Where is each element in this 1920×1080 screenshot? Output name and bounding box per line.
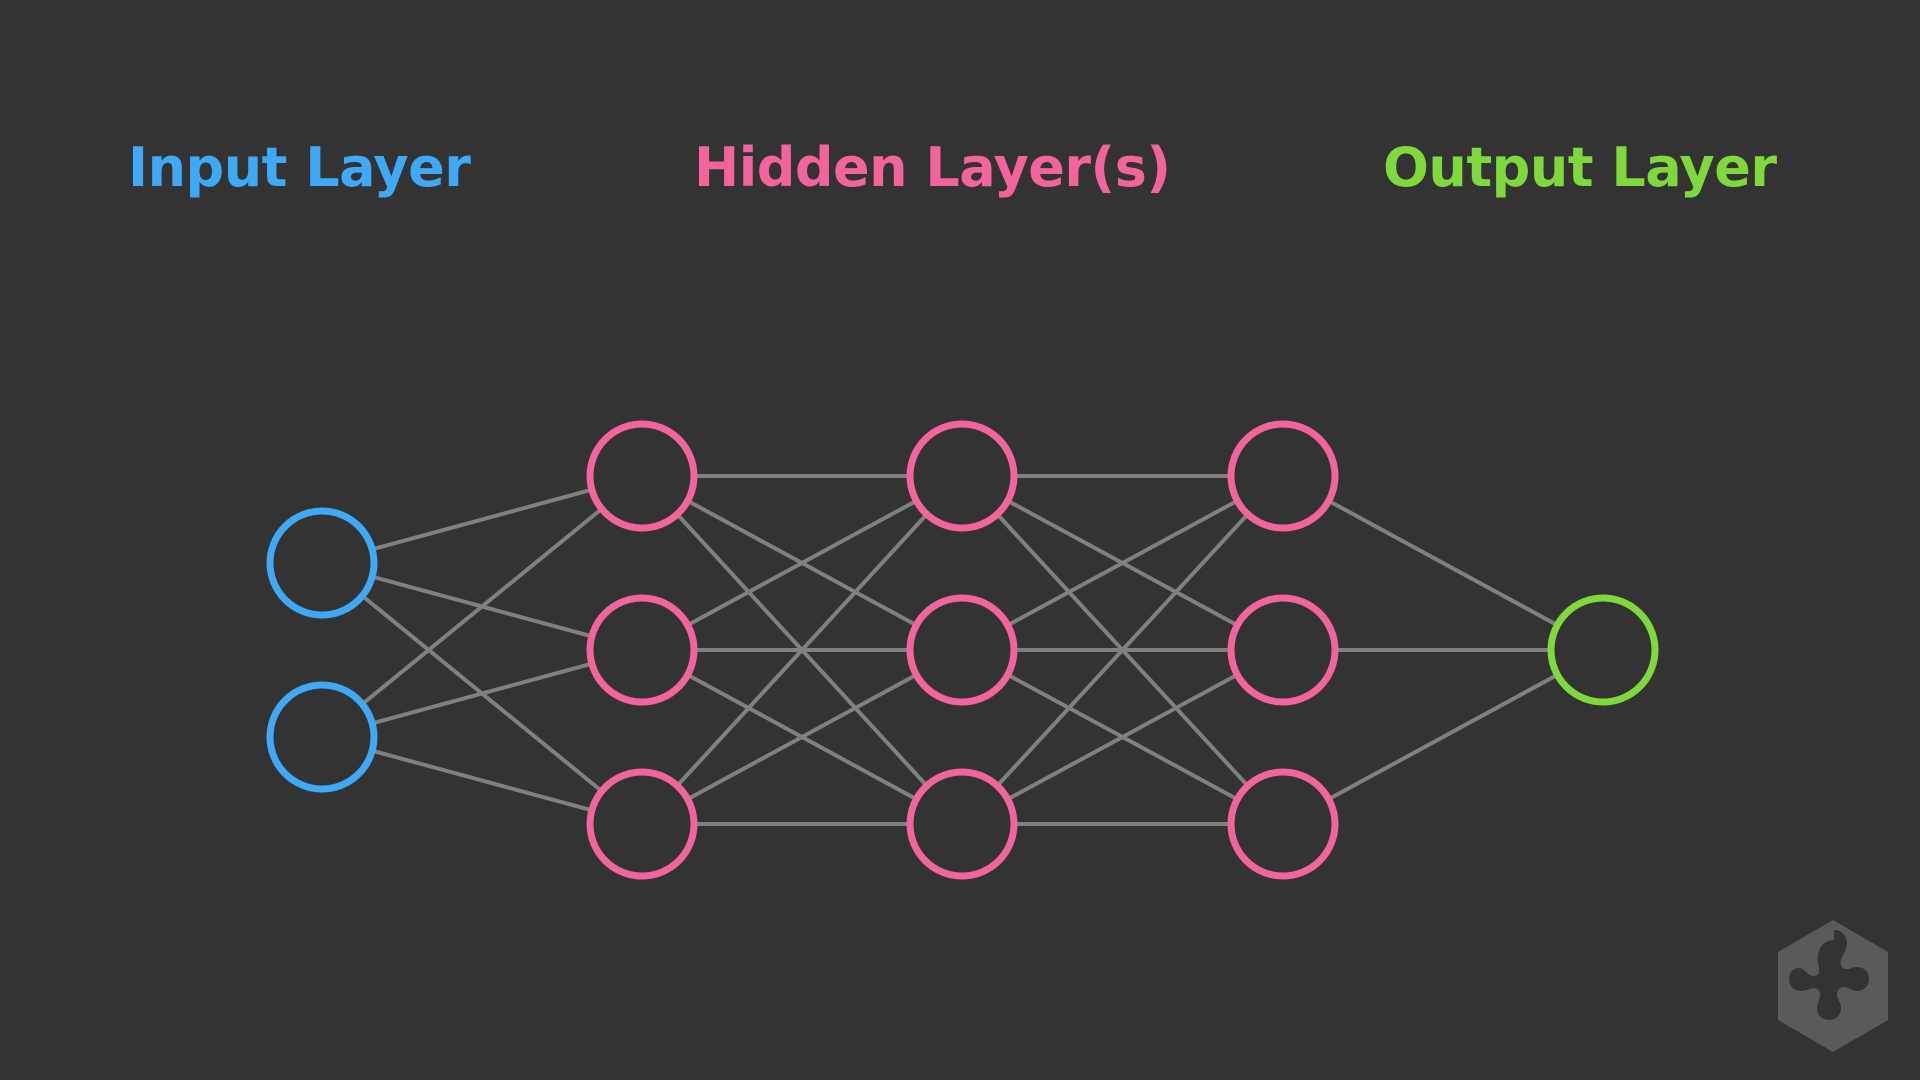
network-node-h1_3	[586, 768, 698, 880]
output-layer-label: Output Layer	[1383, 136, 1777, 199]
network-edge	[1006, 673, 1239, 801]
network-node-h3_2	[1227, 594, 1339, 706]
network-edge	[995, 512, 1250, 788]
treehouse-logo-icon	[1778, 920, 1888, 1052]
network-edge	[371, 487, 593, 552]
input-layer-label: Input Layer	[128, 136, 471, 199]
network-node-i1	[266, 507, 378, 619]
network-edge	[675, 512, 929, 788]
network-node-i2	[266, 681, 378, 793]
network-node-h2_1	[906, 420, 1018, 532]
network-node-o1	[1547, 594, 1659, 706]
nodes-group	[266, 420, 1659, 880]
hidden-layer-label: Hidden Layer(s)	[694, 136, 1171, 199]
edges-group	[361, 474, 1559, 826]
network-edge	[371, 661, 593, 726]
network-node-h2_3	[906, 768, 1018, 880]
network-edge	[361, 507, 603, 706]
network-node-h3_1	[1227, 420, 1339, 532]
network-edge	[371, 748, 593, 813]
network-edge	[686, 673, 918, 801]
network-node-h1_2	[586, 594, 698, 706]
network-edge	[1327, 673, 1559, 801]
network-edge	[686, 499, 918, 627]
network-edge	[1006, 499, 1239, 627]
network-node-h1_1	[586, 420, 698, 532]
network-edge	[1327, 499, 1559, 627]
network-node-h3_3	[1227, 768, 1339, 880]
network-node-h2_2	[906, 594, 1018, 706]
